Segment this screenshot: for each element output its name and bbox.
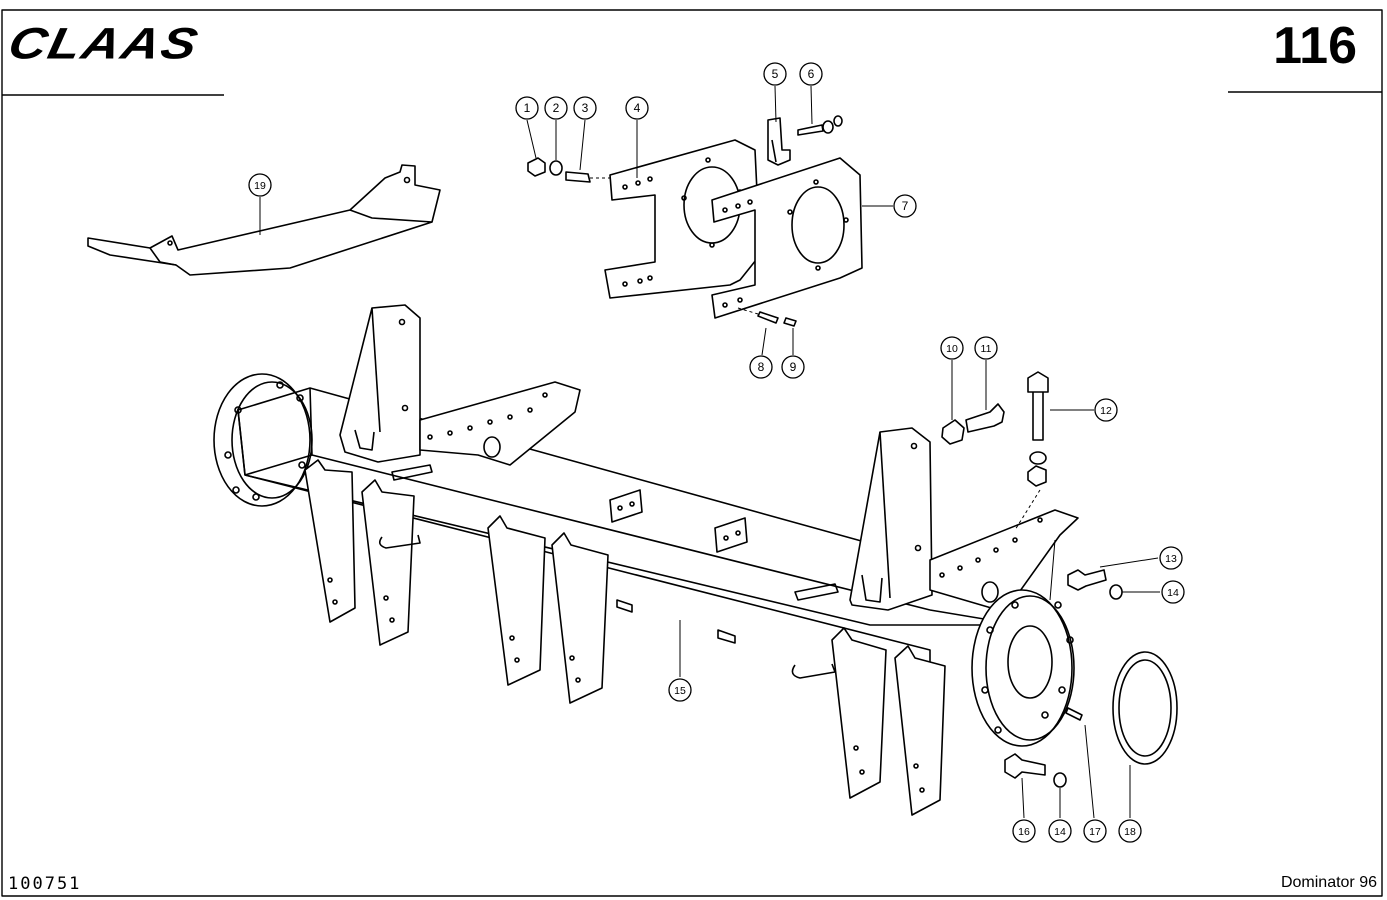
- callout-label: 14: [1167, 587, 1179, 599]
- callout-label: 2: [553, 101, 560, 115]
- callout-label: 17: [1089, 826, 1101, 838]
- callout-label: 13: [1165, 553, 1177, 565]
- left-upright-support: [339, 304, 421, 463]
- callout-label: 18: [1124, 826, 1136, 838]
- callout-label: 11: [981, 343, 992, 355]
- callout-15: 15: [668, 678, 692, 702]
- callout-label: 12: [1100, 405, 1112, 417]
- callout-2: 2: [544, 96, 568, 120]
- callout-label: 5: [772, 67, 779, 81]
- sheet-border: [1, 9, 1383, 897]
- callout-label: 10: [946, 343, 958, 355]
- callout-16: 16: [1012, 819, 1036, 843]
- machine-model: Dominator 96: [1280, 874, 1377, 891]
- callout-19: 19: [248, 173, 272, 197]
- seal-ring-part-18-inner: [1118, 659, 1172, 757]
- knife-blades: [304, 459, 946, 816]
- beam-mounting-tabs: [378, 464, 839, 679]
- document-number: 100751: [8, 874, 82, 894]
- page-number: 116: [1273, 17, 1357, 75]
- callout-label: 7: [902, 199, 909, 213]
- bracket-plate-part-7: [711, 157, 863, 319]
- callout-7: 7: [893, 194, 917, 218]
- callout-label: 15: [674, 685, 686, 697]
- callout-4: 4: [625, 96, 649, 120]
- callout-label: 8: [758, 360, 765, 374]
- callout-label: 1: [524, 101, 531, 115]
- callout-8: 8: [749, 355, 773, 379]
- callout-17: 17: [1083, 819, 1107, 843]
- callout-12: 12: [1094, 398, 1118, 422]
- callout-label: 9: [790, 360, 797, 374]
- callout-9: 9: [781, 355, 805, 379]
- callout-label: 3: [582, 101, 589, 115]
- clamp-bracket-part-5: [767, 117, 791, 166]
- left-support-arm: [419, 381, 581, 466]
- right-flange: [971, 589, 1075, 747]
- right-support-arm: [929, 509, 1079, 613]
- callout-13: 13: [1159, 546, 1183, 570]
- bracket-plate-part-4: [604, 139, 761, 299]
- callout-label: 19: [254, 180, 266, 192]
- callout-1: 1: [515, 96, 539, 120]
- hardware-top: [527, 115, 843, 327]
- callout-label: 4: [634, 101, 641, 115]
- callout-label: 14: [1054, 826, 1066, 838]
- callout-label: 16: [1018, 826, 1030, 838]
- callout-14: 14: [1161, 580, 1185, 604]
- callout-18: 18: [1118, 819, 1142, 843]
- left-flange: [213, 373, 313, 507]
- callout-14: 14: [1048, 819, 1072, 843]
- callout-5: 5: [763, 62, 787, 86]
- right-upright-support: [849, 427, 933, 611]
- callout-10: 10: [940, 336, 964, 360]
- leader-lines: [259, 85, 1160, 819]
- cover-plate-part-19: [87, 164, 441, 276]
- callout-3: 3: [573, 96, 597, 120]
- callout-6: 6: [799, 62, 823, 86]
- callout-11: 11: [974, 336, 998, 360]
- callout-label: 6: [808, 67, 815, 81]
- seal-ring-part-18: [1112, 651, 1178, 765]
